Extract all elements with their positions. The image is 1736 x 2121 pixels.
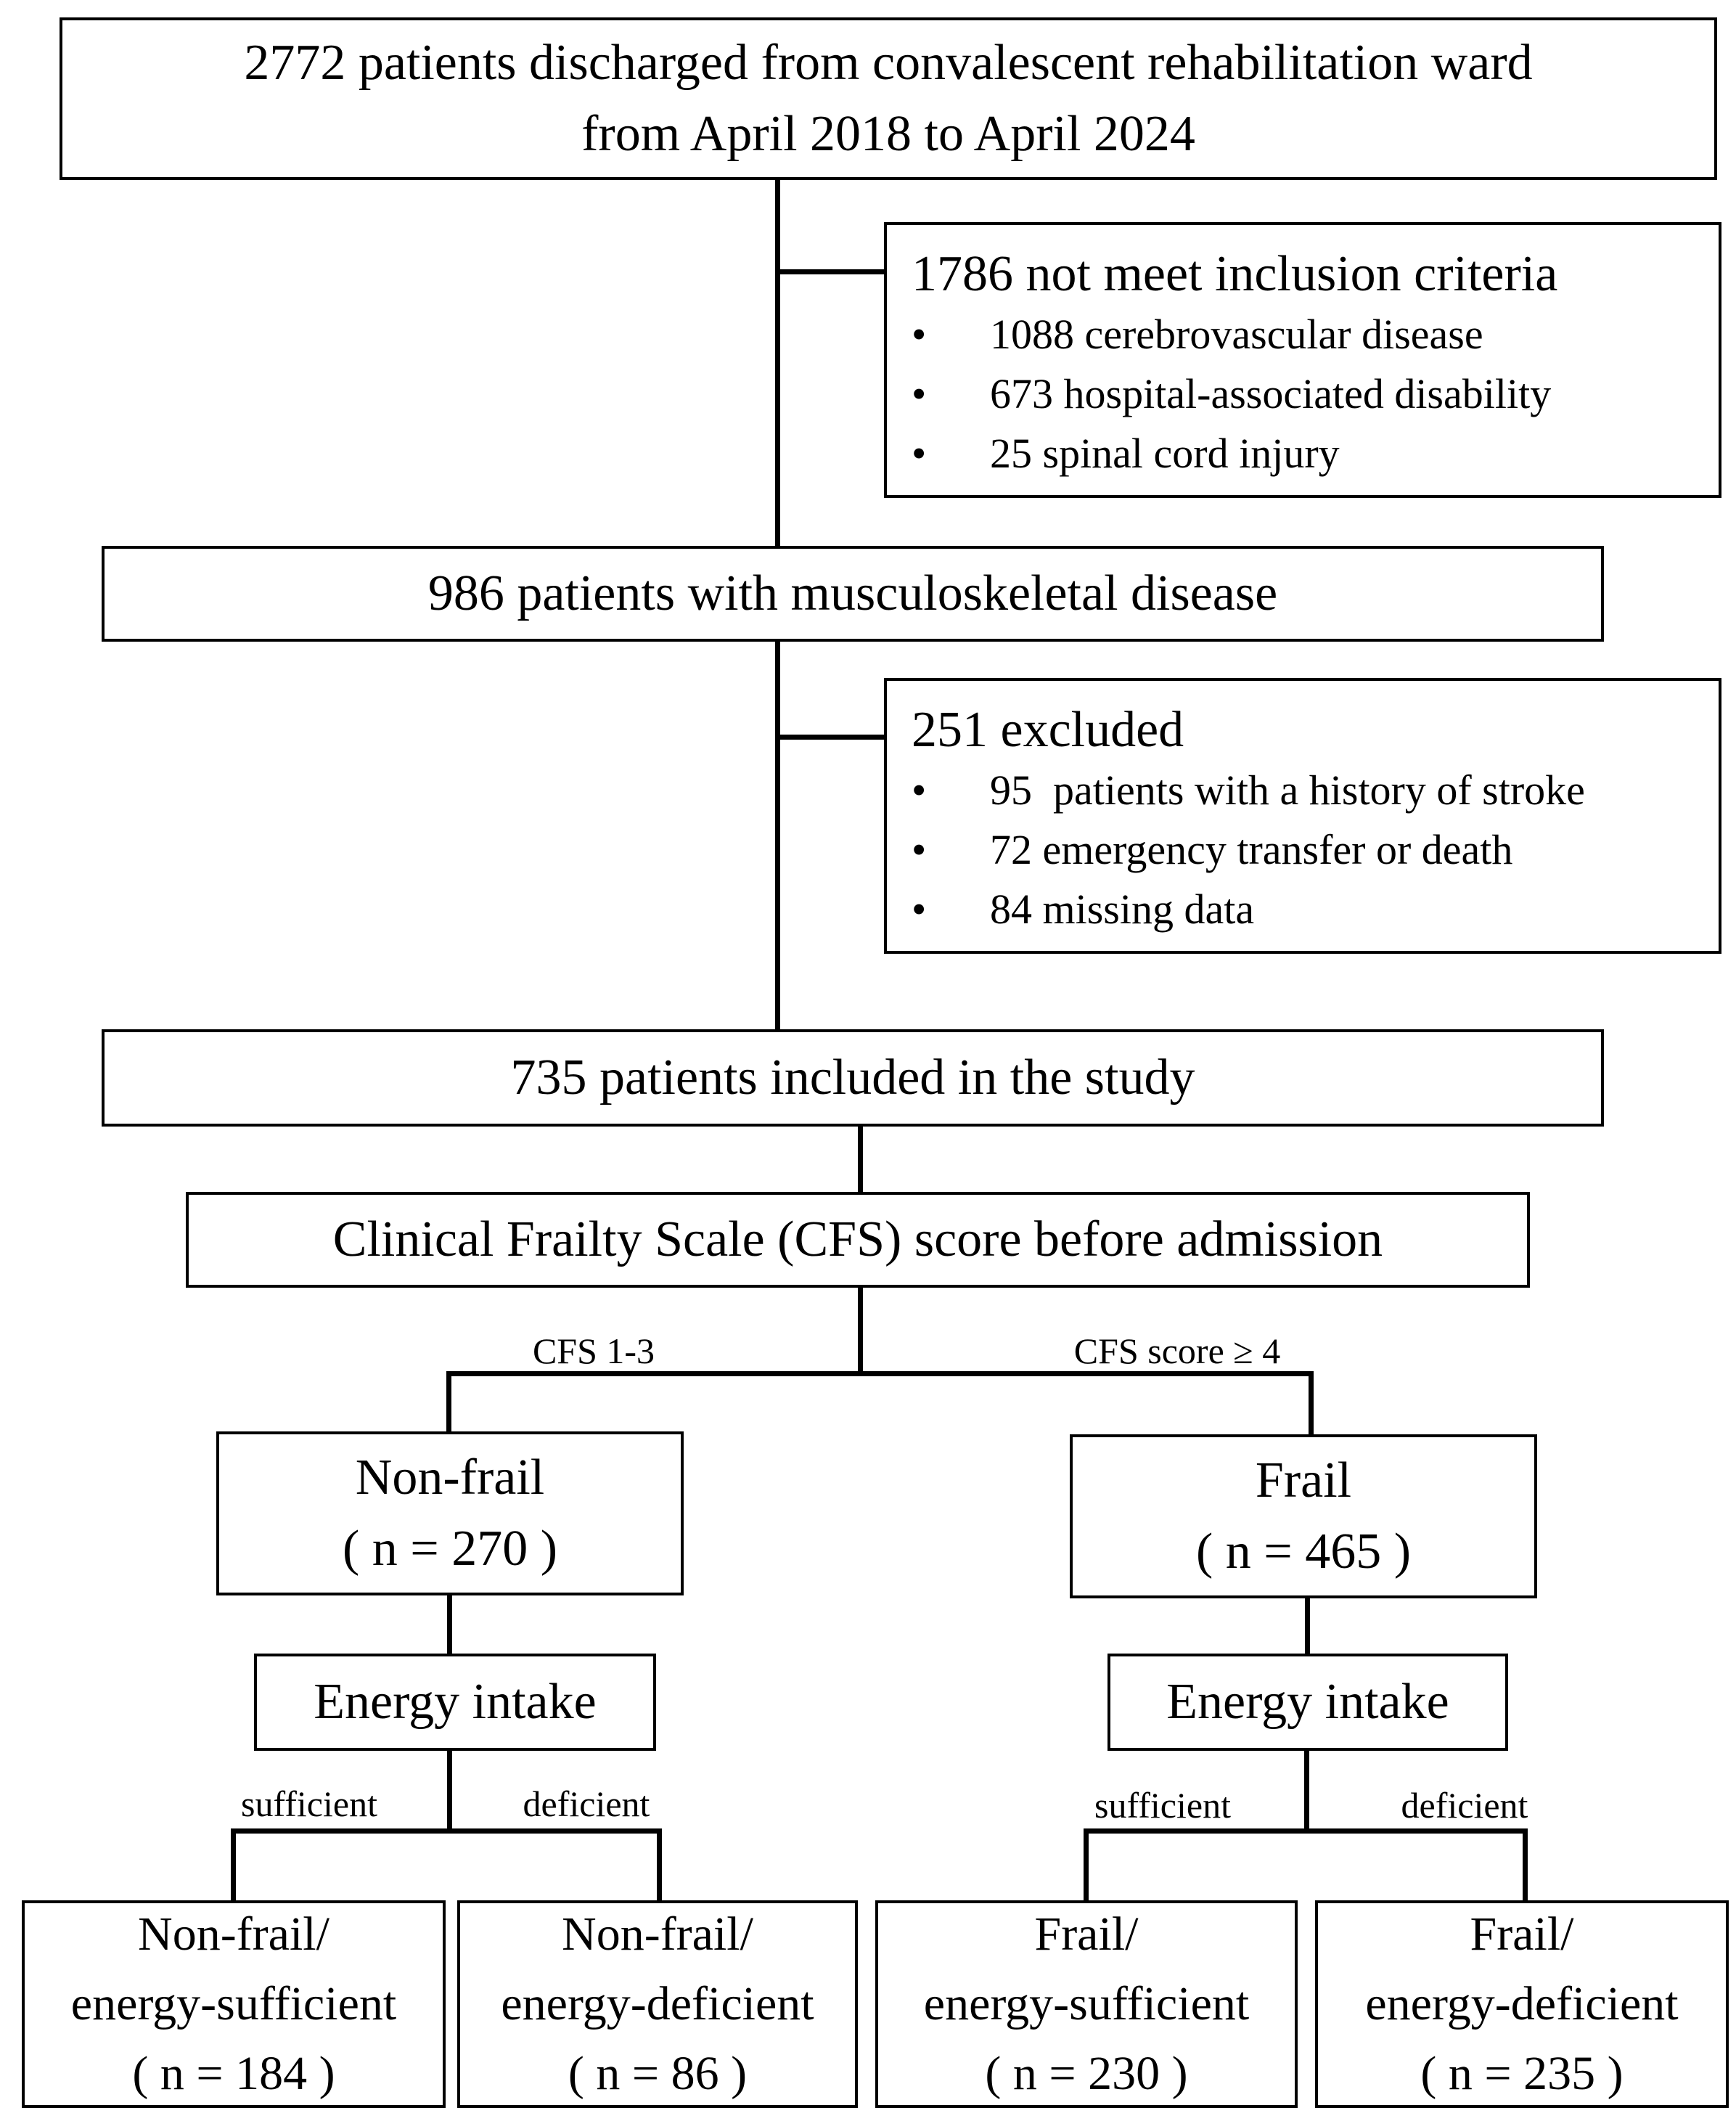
label-sufficient-frail: sufficient xyxy=(1094,1785,1231,1826)
connector-frail-to-energy xyxy=(1305,1595,1310,1655)
group-line2: energy-sufficient xyxy=(70,1977,397,2030)
energy-intake-box-nonfrail: Energy intake xyxy=(254,1654,656,1751)
exclusion1-item: •1088 cerebrovascular disease xyxy=(912,305,1719,364)
group-count: ( n = 86 ) xyxy=(568,2047,748,2100)
exclusion1-heading: 1786 not meet inclusion criteria xyxy=(912,246,1558,302)
excluded-patients-box: 251 excluded •95 patients with a history… xyxy=(884,678,1721,954)
inclusion-criteria-exclusion-box: 1786 not meet inclusion criteria •1088 c… xyxy=(884,222,1721,498)
exclusion2-item: •72 emergency transfer or death xyxy=(912,820,1719,880)
energy-intake-label-frail: Energy intake xyxy=(1166,1674,1449,1730)
included-patients-box: 735 patients included in the study xyxy=(102,1029,1604,1127)
group-line1: Non-frail/ xyxy=(562,1908,753,1961)
connector-to-group-4 xyxy=(1523,1828,1528,1903)
group-count: ( n = 235 ) xyxy=(1420,2047,1624,2100)
group-line1: Non-frail/ xyxy=(138,1908,329,1961)
group-count: ( n = 184 ) xyxy=(132,2047,335,2100)
frail-title: Frail xyxy=(1255,1452,1352,1508)
connector-nonfrail-to-energy xyxy=(447,1594,452,1655)
bullet-icon: • xyxy=(912,430,927,477)
nonfrail-count: ( n = 270 ) xyxy=(342,1521,558,1577)
group-frail-energy-sufficient: Frail/ energy-sufficient ( n = 230 ) xyxy=(875,1900,1298,2108)
discharged-patients-box: 2772 patients discharged from convalesce… xyxy=(60,17,1717,180)
connector-energy-right-down xyxy=(1304,1749,1309,1834)
group-nonfrail-energy-deficient: Non-frail/ energy-deficient ( n = 86 ) xyxy=(457,1900,858,2108)
connector-exclusion1-branch xyxy=(775,269,887,274)
bullet-icon: • xyxy=(912,370,927,417)
branch-label-cfs-1-3: CFS 1-3 xyxy=(532,1331,655,1371)
connector-included-to-cfs xyxy=(858,1125,863,1195)
connector-energy-left-down xyxy=(447,1749,452,1834)
frail-box: Frail ( n = 465 ) xyxy=(1070,1434,1537,1598)
group-line1: Frail/ xyxy=(1470,1908,1574,1961)
connector-to-frail xyxy=(1309,1371,1314,1437)
connector-energy-left-horizontal xyxy=(231,1828,662,1834)
group-line2: energy-deficient xyxy=(1365,1977,1679,2030)
group-line2: energy-sufficient xyxy=(923,1977,1250,2030)
group-line2: energy-deficient xyxy=(501,1977,814,2030)
musculoskeletal-patients-box: 986 patients with musculoskeletal diseas… xyxy=(102,546,1604,642)
included-patients-text: 735 patients included in the study xyxy=(510,1050,1195,1106)
nonfrail-box: Non-frail ( n = 270 ) xyxy=(216,1431,684,1595)
connector-to-nonfrail xyxy=(446,1371,451,1434)
group-line1: Frail/ xyxy=(1034,1908,1139,1961)
connector-to-group-1 xyxy=(231,1828,236,1903)
discharged-patients-line1: 2772 patients discharged from convalesce… xyxy=(244,35,1533,91)
exclusion2-item: •84 missing data xyxy=(912,880,1719,939)
connector-to-group-2 xyxy=(657,1828,662,1903)
label-deficient-frail: deficient xyxy=(1401,1785,1528,1826)
exclusion1-item: •673 hospital-associated disability xyxy=(912,364,1719,424)
group-frail-energy-deficient: Frail/ energy-deficient ( n = 235 ) xyxy=(1315,1900,1729,2108)
connector-energy-right-horizontal xyxy=(1084,1828,1528,1834)
energy-intake-box-frail: Energy intake xyxy=(1107,1654,1508,1751)
label-deficient-nonfrail: deficient xyxy=(523,1783,650,1824)
cfs-score-text: Clinical Frailty Scale (CFS) score befor… xyxy=(332,1211,1383,1267)
branch-label-cfs-4-plus: CFS score ≥ 4 xyxy=(1073,1331,1281,1371)
bullet-icon: • xyxy=(912,826,927,873)
connector-cfs-down xyxy=(858,1286,863,1376)
connector-to-group-3 xyxy=(1084,1828,1089,1903)
connector-main-vertical-1 xyxy=(775,177,780,546)
label-sufficient-nonfrail: sufficient xyxy=(241,1783,377,1824)
bullet-icon: • xyxy=(912,886,927,933)
group-count: ( n = 230 ) xyxy=(985,2047,1188,2100)
bullet-icon: • xyxy=(912,767,927,814)
connector-main-vertical-2 xyxy=(775,640,780,1031)
energy-intake-label-nonfrail: Energy intake xyxy=(314,1674,597,1730)
frail-count: ( n = 465 ) xyxy=(1195,1524,1412,1579)
exclusion2-item: •95 patients with a history of stroke xyxy=(912,761,1719,820)
nonfrail-title: Non-frail xyxy=(355,1450,545,1505)
connector-cfs-horizontal xyxy=(446,1371,1314,1376)
exclusion2-heading: 251 excluded xyxy=(912,702,1184,758)
discharged-patients-line2: from April 2018 to April 2024 xyxy=(581,106,1195,162)
exclusion1-item: •25 spinal cord injury xyxy=(912,424,1719,483)
musculoskeletal-patients-text: 986 patients with musculoskeletal diseas… xyxy=(427,565,1278,621)
cfs-score-box: Clinical Frailty Scale (CFS) score befor… xyxy=(186,1192,1530,1288)
connector-exclusion2-branch xyxy=(775,735,887,740)
group-nonfrail-energy-sufficient: Non-frail/ energy-sufficient ( n = 184 ) xyxy=(22,1900,446,2108)
bullet-icon: • xyxy=(912,311,927,358)
